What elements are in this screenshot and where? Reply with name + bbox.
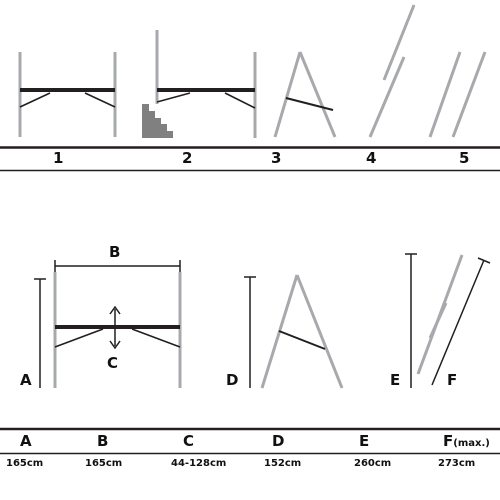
dimension-f-line: [431, 259, 485, 386]
dimension-marker-a: A: [20, 371, 32, 389]
table-header-f: F(max.): [443, 434, 490, 449]
dimension-marker-d: D: [226, 371, 239, 389]
table-value-c: 44-128cm: [171, 458, 227, 469]
staircase-shape: [142, 104, 173, 138]
position-1-scaffold-figure: [18, 52, 117, 137]
table-header-f-suffix: (max.): [453, 438, 490, 449]
position-label-3: 3: [271, 149, 282, 167]
position-2-stair-scaffold-figure: [142, 30, 257, 138]
table-value-f: 273cm: [438, 458, 476, 469]
table-header-c: C: [183, 432, 195, 450]
dimension-marker-c: C: [107, 354, 119, 372]
position-5-separate-ladders-figure: [428, 51, 487, 138]
table-header-a: A: [20, 432, 32, 450]
scaffold-dimension-figure: [34, 260, 182, 388]
table-header-b: B: [97, 432, 109, 450]
table-value-a: 165cm: [6, 458, 44, 469]
aframe-dimension-figure: [244, 274, 344, 389]
table-value-d: 152cm: [264, 458, 302, 469]
table-header-d: D: [272, 432, 285, 450]
dimension-marker-b: B: [109, 243, 121, 261]
position-label-2: 2: [182, 149, 193, 167]
position-label-1: 1: [53, 149, 64, 167]
dimension-marker-f: F: [447, 371, 458, 389]
dimension-marker-e: E: [390, 371, 401, 389]
table-header-e: E: [359, 432, 370, 450]
position-label-5: 5: [459, 149, 470, 167]
table-header-f-letter: F: [443, 432, 454, 450]
extension-dimension-figure: [405, 253, 491, 388]
table-value-e: 260cm: [354, 458, 392, 469]
position-4-extension-ladder-figure: [368, 4, 416, 138]
table-value-b: 165cm: [85, 458, 123, 469]
dimension-c-double-arrow-icon: [109, 305, 121, 350]
position-3-aframe-figure: [273, 51, 337, 138]
position-label-4: 4: [366, 149, 377, 167]
